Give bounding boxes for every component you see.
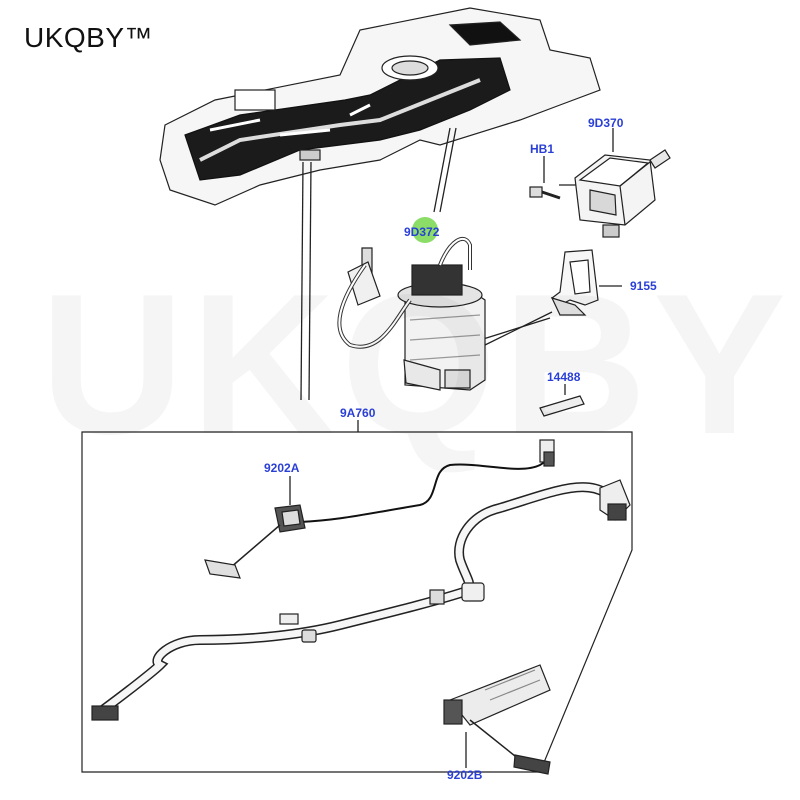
fuel-line-fittings	[91, 479, 631, 721]
kit-9a760-frame	[81, 431, 633, 773]
watermark: UKQBY™	[40, 250, 800, 480]
fuel-pump-module-ecu	[574, 149, 671, 238]
leader-lines	[289, 127, 622, 768]
bracket-9155	[550, 249, 599, 316]
brand-logo-text: UKQBY™	[24, 22, 154, 53]
callout-14488[interactable]: 14488	[547, 370, 581, 384]
fuel-pump-assembly	[337, 237, 486, 391]
level-sender-9202b	[443, 664, 551, 775]
callout-9d370[interactable]: 9D370	[588, 116, 624, 130]
callout-9a760[interactable]: 9A760	[340, 406, 376, 420]
selected-part-marker[interactable]	[412, 217, 438, 243]
fuel-tank	[159, 7, 601, 206]
bolt-hb1	[529, 186, 561, 200]
callout-9d372[interactable]: 9D372	[404, 225, 440, 239]
callout-9155[interactable]: 9155	[630, 279, 657, 293]
harness-connector-top	[539, 439, 555, 467]
level-sender-9202a	[204, 504, 306, 579]
fuel-line-tube	[97, 482, 627, 717]
callout-9202a[interactable]: 9202A	[264, 461, 300, 475]
callout-9202b[interactable]: 9202B	[447, 768, 483, 782]
pin-14488	[539, 395, 585, 417]
callout-hb1[interactable]: HB1	[530, 142, 555, 156]
